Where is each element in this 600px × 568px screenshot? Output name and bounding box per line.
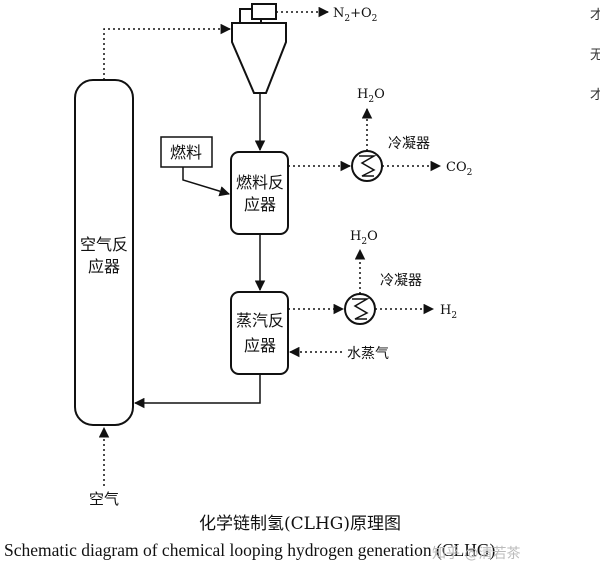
h2o-label-top: H2O xyxy=(357,87,385,105)
steam-label: 水蒸气 xyxy=(347,346,389,362)
edge-char-3: 才 xyxy=(590,88,600,100)
fuel-feed-line xyxy=(182,167,231,197)
condenser-1-icon xyxy=(351,150,383,182)
condenser-2-icon xyxy=(344,293,376,325)
watermark: 知乎 @清若茶 xyxy=(432,546,521,562)
cyclone-separator xyxy=(231,3,287,94)
h2-label: H2 xyxy=(440,303,457,321)
steam-reactor-box xyxy=(230,291,289,375)
steam-to-air-line xyxy=(133,374,261,409)
air-label: 空气 xyxy=(89,490,119,508)
fuel-reactor-box xyxy=(230,151,289,235)
air-reactor-label-2: 应器 xyxy=(88,257,120,276)
condenser-2-label: 冷凝器 xyxy=(380,273,422,289)
edge-char-2: 无 xyxy=(590,48,600,63)
co2-label: CO2 xyxy=(446,160,472,178)
h2o-label-bottom: H2O xyxy=(350,229,378,247)
caption-english: Schematic diagram of chemical looping hy… xyxy=(4,540,496,560)
steam-reactor-label-2: 应器 xyxy=(244,336,276,355)
cropped-side-text: 才 无 才 xyxy=(588,0,600,100)
steam-reactor-label-1: 蒸汽反 xyxy=(236,311,284,330)
air-riser-line xyxy=(103,23,232,80)
fuel-reactor-label-2: 应器 xyxy=(244,195,276,214)
condenser-1-label: 冷凝器 xyxy=(388,136,430,152)
fuel-label: 燃料 xyxy=(170,143,202,162)
edge-char-1: 才 xyxy=(590,8,600,23)
fuel-box xyxy=(160,136,213,168)
fuel-reactor-label-1: 燃料反 xyxy=(236,173,284,192)
cyclone-outlet-label: N2+O2 xyxy=(333,6,377,24)
caption-chinese: 化学链制氢(CLHG)原理图 xyxy=(199,514,401,534)
air-reactor-label-1: 空气反 xyxy=(80,235,128,254)
